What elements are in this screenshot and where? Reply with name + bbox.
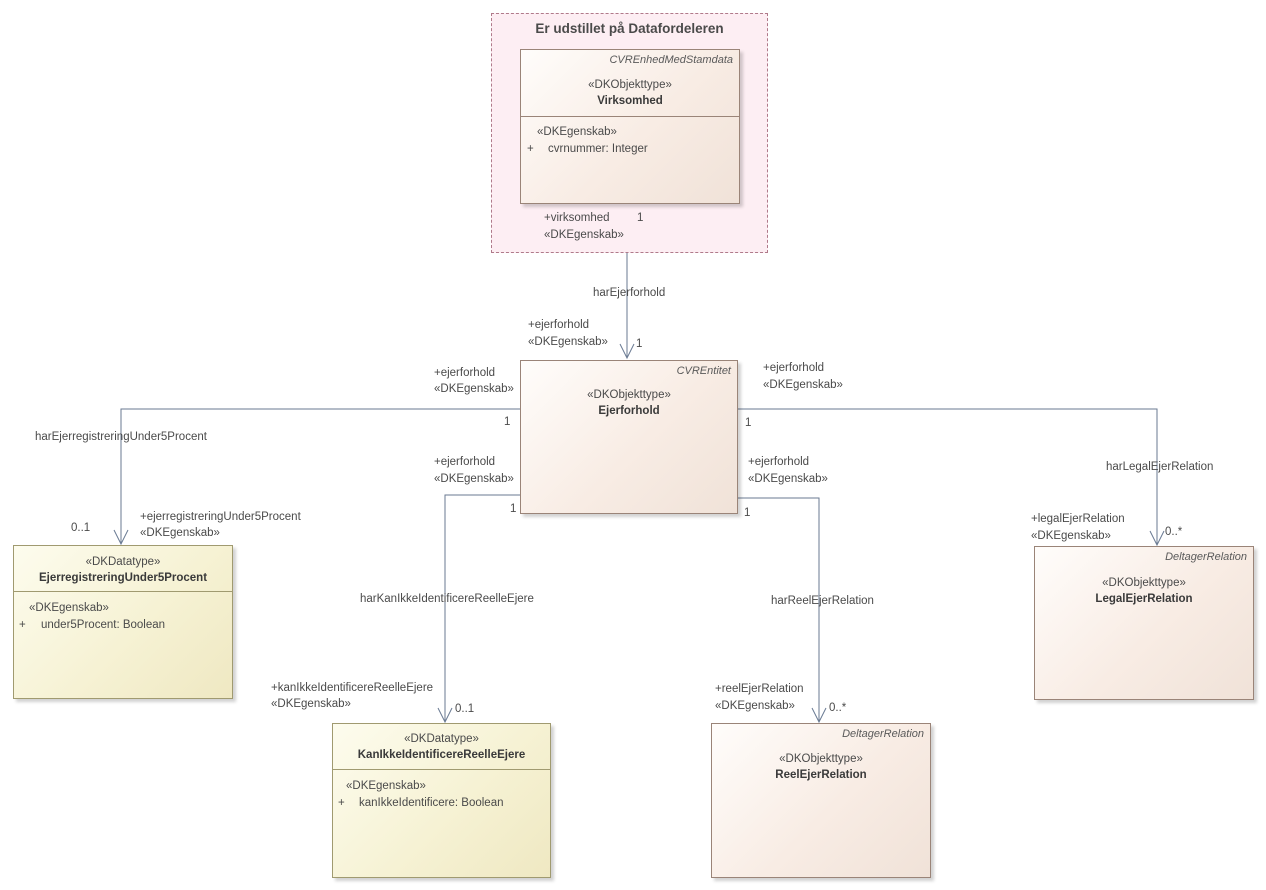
class-stereotype: «DKObjekttype» (587, 389, 671, 401)
multiplicity-label: 1 (745, 417, 752, 429)
harreelejer-arrowhead (811, 707, 827, 724)
class-stereotype: «DKDatatype» (85, 556, 161, 568)
role-ejerforhold: +ejerforhold (528, 319, 590, 331)
role-stereotype: «DKEgenskab» (271, 698, 351, 710)
harkanikke-line (444, 494, 520, 722)
attribute-visibility: + (338, 797, 345, 809)
class-legalejerrelation[interactable]: DeltagerRelation «DKObjekttype» LegalEje… (1034, 546, 1254, 700)
attribute-cvrnummer: cvrnummer: Integer (548, 143, 648, 155)
harejerregistrering-line (120, 408, 520, 544)
association-name-harlegalejer: harLegalEjerRelation (1106, 461, 1214, 473)
role-virksomhed: +virksomhed (544, 212, 610, 224)
class-parent-label: DeltagerRelation (842, 728, 924, 740)
harreelejer-line (738, 497, 820, 722)
class-parent-label: CVREnhedMedStamdata (609, 54, 733, 66)
role-ejerregistrering: +ejerregistreringUnder5Procent (140, 511, 301, 523)
multiplicity-label: 1 (504, 416, 511, 428)
multiplicity-label: 0..1 (71, 522, 91, 534)
class-name: ReelEjerRelation (775, 769, 867, 781)
attribute-visibility: + (19, 619, 26, 631)
role-ejerforhold: +ejerforhold (748, 456, 810, 468)
role-stereotype: «DKEgenskab» (434, 383, 514, 395)
class-name: Virksomhed (597, 95, 663, 107)
package-title: Er udstillet på Datafordeleren (535, 21, 724, 36)
class-parent-label: DeltagerRelation (1165, 551, 1247, 563)
role-stereotype: «DKEgenskab» (715, 700, 795, 712)
class-ejerregistrering-under5procent[interactable]: «DKDatatype» EjerregistreringUnder5Proce… (13, 545, 233, 699)
class-stereotype: «DKObjekttype» (1102, 577, 1186, 589)
class-ejerforhold[interactable]: CVREntitet «DKObjekttype» Ejerforhold (520, 360, 738, 514)
harejerforhold-arrowhead (619, 343, 635, 360)
class-reelejerrelation[interactable]: DeltagerRelation «DKObjekttype» ReelEjer… (711, 723, 931, 878)
role-stereotype: «DKEgenskab» (434, 473, 514, 485)
multiplicity-label: 0..1 (455, 703, 475, 715)
class-stereotype: «DKObjekttype» (588, 79, 672, 91)
attribute-stereotype: «DKEgenskab» (537, 126, 617, 138)
role-reelejerrelation: +reelEjerRelation (715, 683, 804, 695)
harejerregistrering-arrowhead (113, 529, 129, 546)
association-name-harejerregistrering: harEjerregistreringUnder5Procent (35, 431, 207, 443)
class-name: Ejerforhold (598, 405, 660, 417)
class-divider (14, 591, 232, 592)
multiplicity-label: 0..* (829, 702, 847, 714)
role-stereotype: «DKEgenskab» (763, 379, 843, 391)
role-stereotype: «DKEgenskab» (1031, 530, 1111, 542)
attribute-kanikkeidentificere: kanIkkeIdentificere: Boolean (359, 797, 504, 809)
class-parent-label: CVREntitet (676, 365, 731, 377)
association-name-harkanikke: harKanIkkeIdentificereReelleEjere (360, 593, 534, 605)
multiplicity-label: 1 (636, 338, 643, 350)
class-name: KanIkkeIdentificereReelleEjere (357, 749, 526, 761)
role-kanikkeidentificere: +kanIkkeIdentificereReelleEjere (271, 682, 434, 694)
multiplicity-label: 1 (744, 507, 751, 519)
class-name: EjerregistreringUnder5Procent (38, 572, 208, 584)
role-ejerforhold: +ejerforhold (434, 456, 496, 468)
role-stereotype: «DKEgenskab» (528, 336, 608, 348)
multiplicity-label: 1 (510, 503, 517, 515)
class-divider (521, 116, 739, 117)
attribute-stereotype: «DKEgenskab» (29, 602, 109, 614)
association-name-harreelejer: harReelEjerRelation (771, 595, 874, 607)
role-stereotype: «DKEgenskab» (544, 229, 624, 241)
role-stereotype: «DKEgenskab» (748, 473, 828, 485)
association-name-harejerforhold: harEjerforhold (593, 287, 666, 299)
class-stereotype: «DKObjekttype» (779, 753, 863, 765)
multiplicity-label: 0..* (1165, 526, 1183, 538)
class-kanikke-identificere-reelle-ejere[interactable]: «DKDatatype» KanIkkeIdentificereReelleEj… (332, 723, 551, 878)
harlegalejer-arrowhead (1149, 530, 1165, 547)
multiplicity-label: 1 (637, 212, 644, 224)
class-stereotype: «DKDatatype» (404, 733, 479, 745)
attribute-visibility: + (527, 143, 534, 155)
role-ejerforhold: +ejerforhold (763, 362, 825, 374)
attribute-stereotype: «DKEgenskab» (346, 780, 426, 792)
harkanikke-arrowhead (437, 707, 453, 724)
class-virksomhed[interactable]: CVREnhedMedStamdata «DKObjekttype» Virks… (520, 49, 740, 204)
role-stereotype: «DKEgenskab» (140, 527, 220, 539)
class-name: LegalEjerRelation (1095, 593, 1193, 605)
role-legalejerrelation: +legalEjerRelation (1031, 513, 1125, 525)
class-divider (333, 769, 550, 770)
attribute-under5procent: under5Procent: Boolean (41, 619, 166, 631)
role-ejerforhold: +ejerforhold (434, 367, 496, 379)
harlegalejer-line (738, 408, 1158, 545)
